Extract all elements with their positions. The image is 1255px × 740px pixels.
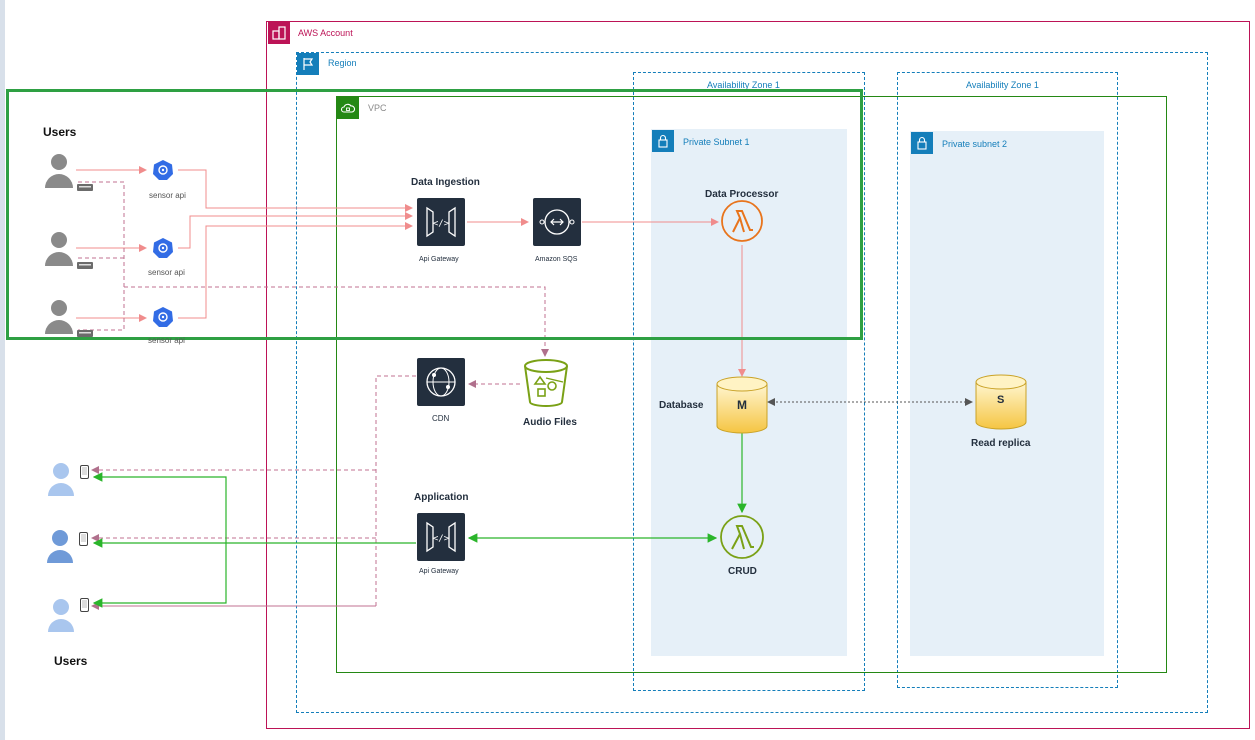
phone-bottom-2 bbox=[79, 532, 88, 551]
availability-zone-1-title: Availability Zone 1 bbox=[707, 80, 780, 90]
sensor3-to-gateway bbox=[178, 222, 413, 319]
svg-text:</>: </> bbox=[433, 534, 450, 544]
vpc-title: VPC bbox=[368, 103, 387, 113]
user-icon bbox=[45, 154, 73, 188]
svg-text:</>: </> bbox=[433, 219, 450, 229]
aws-account-title: AWS Account bbox=[298, 28, 353, 38]
device-top-1 bbox=[77, 178, 93, 196]
user-top-2 bbox=[44, 230, 74, 271]
application-title: Application bbox=[414, 492, 469, 503]
audio-files-bucket bbox=[521, 358, 571, 413]
phone-bottom-3 bbox=[80, 598, 89, 617]
crud-lambda bbox=[719, 514, 765, 565]
sensor-api-3 bbox=[152, 306, 174, 333]
lambda-icon bbox=[721, 200, 763, 242]
cdn-to-users bbox=[92, 375, 416, 607]
left-edge-bar bbox=[0, 0, 5, 740]
application-gateway-label: Api Gateway bbox=[419, 568, 459, 575]
database-replica bbox=[975, 374, 1027, 435]
sensor-device-icon bbox=[77, 184, 93, 191]
api-gateway-icon: </> bbox=[426, 521, 456, 553]
phone-icon bbox=[79, 532, 88, 546]
users-top-label: Users bbox=[43, 125, 77, 139]
vpc-group bbox=[336, 96, 1167, 673]
user-icon bbox=[45, 300, 73, 334]
phone-bottom-1 bbox=[80, 465, 89, 484]
devices-to-s3 bbox=[78, 181, 545, 356]
database-replica-letter: S bbox=[997, 394, 1005, 406]
sqs-label: Amazon SQS bbox=[535, 256, 578, 263]
region-title: Region bbox=[328, 58, 357, 68]
gateway-to-user1 bbox=[92, 472, 416, 544]
availability-zone-1-group bbox=[633, 72, 865, 691]
kubernetes-icon bbox=[153, 238, 173, 258]
crud-label: CRUD bbox=[728, 566, 757, 577]
user-icon bbox=[47, 530, 73, 563]
device-top-3 bbox=[77, 324, 93, 342]
sensor2-to-gateway bbox=[178, 212, 413, 249]
database-master-letter: M bbox=[737, 398, 747, 412]
amazon-sqs bbox=[533, 198, 581, 246]
region-group bbox=[296, 52, 1208, 713]
ingestion-gateway-label: Api Gateway bbox=[419, 256, 459, 263]
sensor1-to-gateway bbox=[178, 169, 413, 212]
audio-files-label: Audio Files bbox=[523, 417, 577, 428]
lambda-icon bbox=[720, 515, 764, 559]
availability-zone-2-title: Availability Zone 1 bbox=[966, 80, 1039, 90]
vpc-cloud-icon bbox=[337, 97, 359, 119]
database-cylinder-icon bbox=[716, 376, 768, 434]
application-api-gateway: </> bbox=[417, 513, 465, 561]
sqs-icon bbox=[539, 209, 575, 235]
subnet-1-lock-icon bbox=[652, 130, 674, 152]
user-top-1 bbox=[44, 152, 74, 193]
subnet-2-lock-icon bbox=[911, 132, 933, 154]
data-ingestion-title: Data Ingestion bbox=[411, 177, 480, 188]
private-subnet-2-title: Private subnet 2 bbox=[942, 139, 1008, 149]
sensor-api-label-3: sensor api bbox=[148, 336, 185, 345]
sensor-device-icon bbox=[77, 262, 93, 269]
cdn-service bbox=[417, 358, 465, 406]
sensor-api-label-1: sensor api bbox=[149, 191, 186, 200]
device-top-2 bbox=[77, 256, 93, 274]
users-bottom-label: Users bbox=[54, 654, 88, 668]
region-flag-icon bbox=[297, 53, 319, 75]
user-top-3 bbox=[44, 298, 74, 339]
aws-account-icon bbox=[268, 22, 290, 44]
cloudfront-icon bbox=[426, 367, 456, 397]
database-label: Database bbox=[659, 400, 704, 411]
cdn-label: CDN bbox=[432, 414, 450, 423]
data-processor-lambda bbox=[720, 199, 764, 248]
user-bottom-3 bbox=[47, 598, 75, 637]
sensor-api-label-2: sensor api bbox=[148, 268, 185, 277]
user-icon bbox=[45, 232, 73, 266]
kubernetes-icon bbox=[153, 160, 173, 180]
user-icon bbox=[48, 463, 74, 496]
s3-bucket-icon bbox=[524, 359, 568, 407]
gateway-to-user3 bbox=[92, 543, 227, 608]
availability-zone-2-group bbox=[897, 72, 1118, 688]
database-master bbox=[716, 376, 768, 439]
ingestion-highlight-box bbox=[6, 89, 863, 340]
user-bottom-2 bbox=[46, 529, 74, 568]
phone-icon bbox=[80, 465, 89, 479]
ingestion-api-gateway: </> bbox=[417, 198, 465, 246]
aws-account-group bbox=[266, 21, 1250, 729]
sensor-api-2 bbox=[152, 237, 174, 264]
sensor-device-icon bbox=[77, 330, 93, 337]
database-cylinder-icon bbox=[975, 374, 1027, 430]
data-processor-title: Data Processor bbox=[705, 189, 779, 200]
sensor-api-1 bbox=[152, 159, 174, 186]
read-replica-label: Read replica bbox=[971, 438, 1031, 449]
user-icon bbox=[48, 599, 74, 632]
api-gateway-icon: </> bbox=[426, 206, 456, 238]
private-subnet-1-title: Private Subnet 1 bbox=[683, 137, 750, 147]
kubernetes-icon bbox=[153, 307, 173, 327]
phone-icon bbox=[80, 598, 89, 612]
user-bottom-1 bbox=[47, 462, 75, 501]
